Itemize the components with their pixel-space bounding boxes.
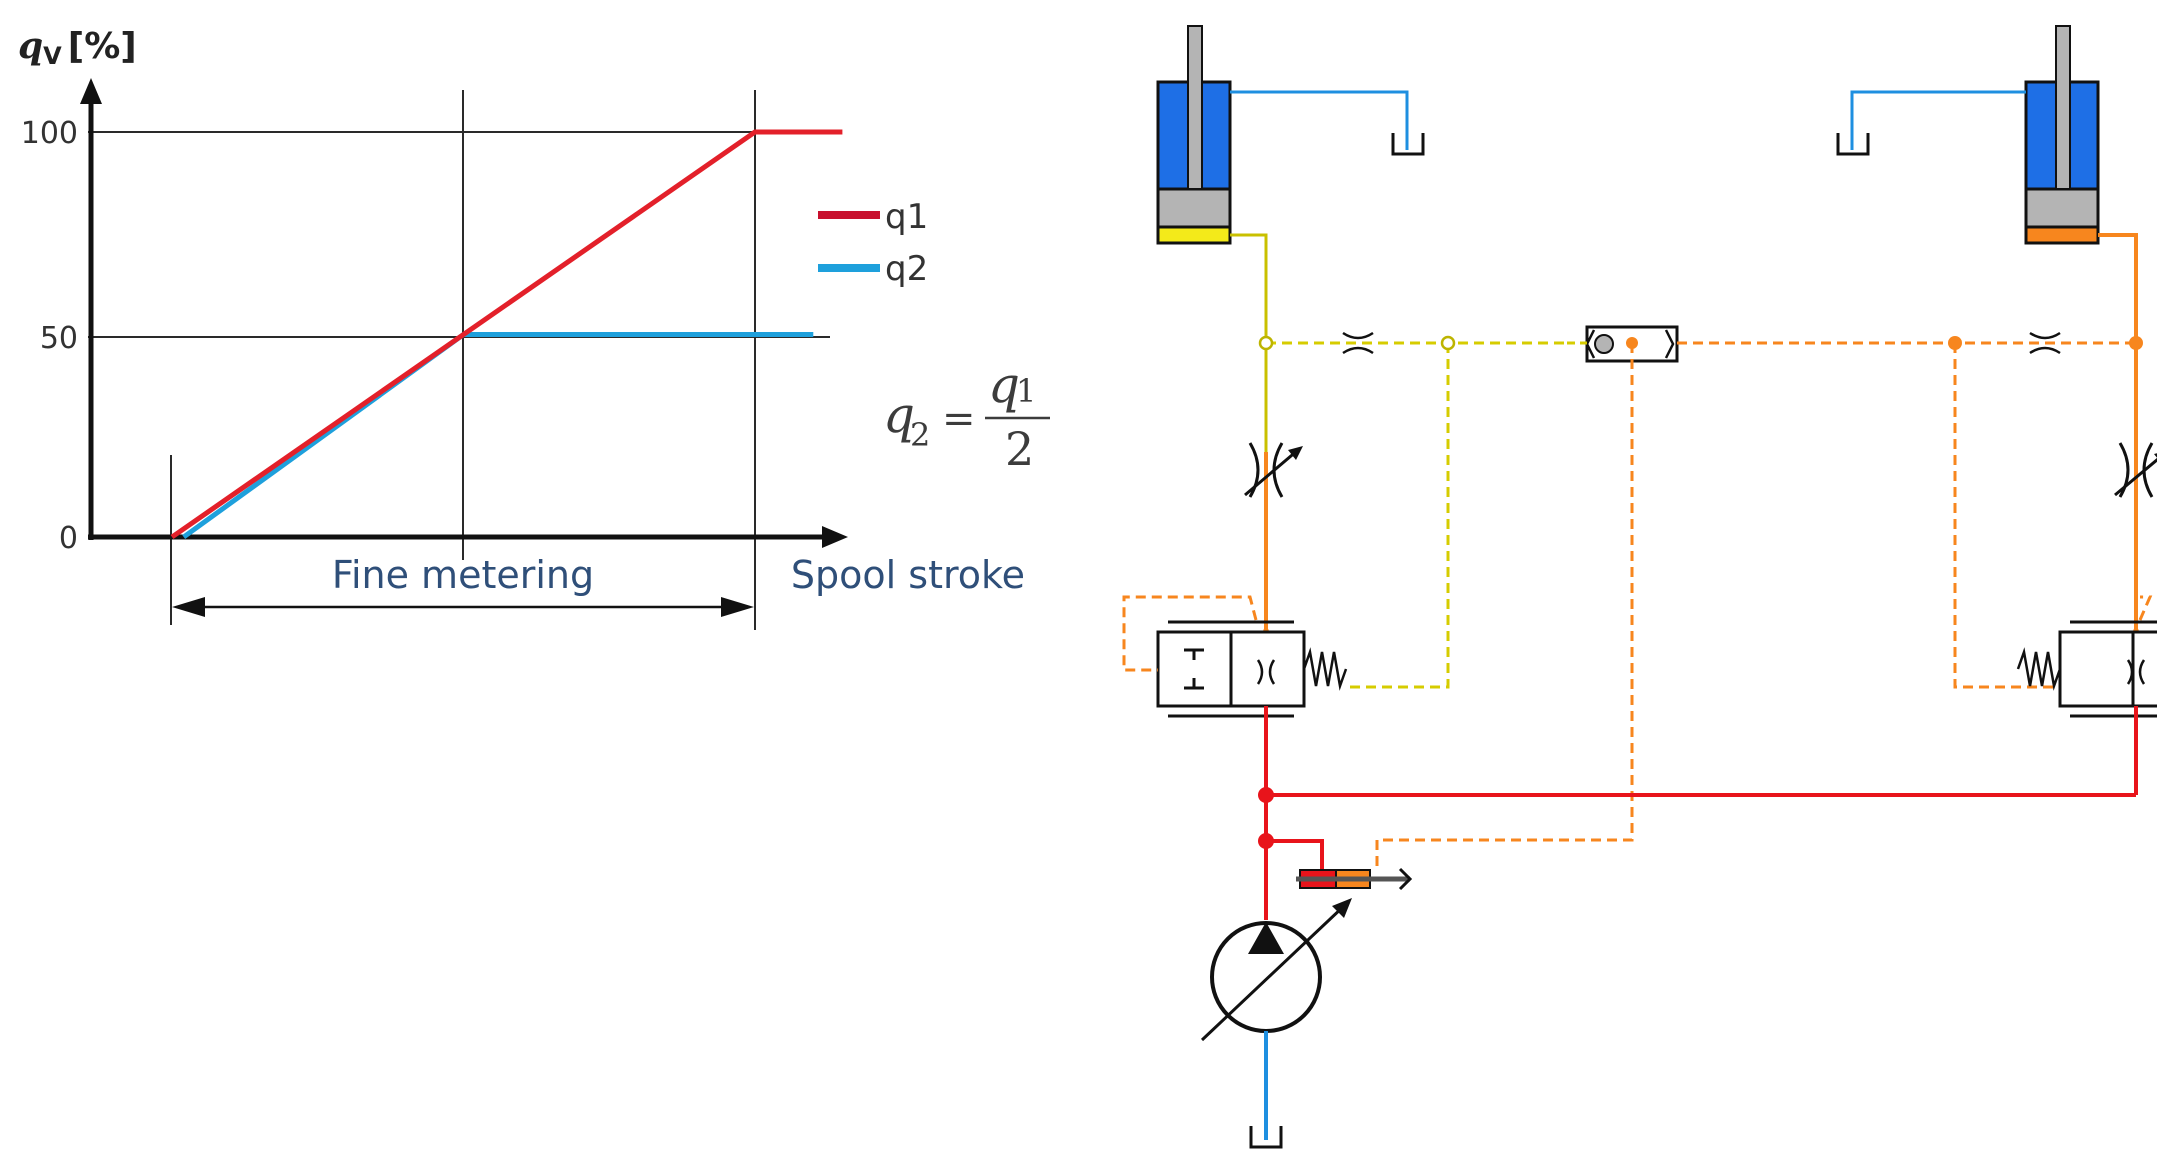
left-pilot-orifice-icon bbox=[1342, 331, 1374, 355]
y-axis-label: qV[%] bbox=[18, 25, 137, 70]
pump-flow-controller-icon bbox=[1296, 867, 1413, 891]
legend-label-q1: q1 bbox=[885, 197, 928, 237]
right-valve-pilot-loop bbox=[2138, 595, 2153, 621]
legend-label-q2: q2 bbox=[885, 249, 928, 289]
right-rod-tank-line bbox=[1850, 90, 2026, 150]
left-valve-pilot-loop bbox=[1122, 595, 1258, 672]
svg-text:1: 1 bbox=[1016, 372, 1036, 410]
pump-tank-icon bbox=[1249, 1126, 1283, 1149]
left-adjustable-throttle-icon bbox=[1244, 442, 1303, 498]
hydraulic-schematic bbox=[1122, 25, 2157, 1149]
y-axis-arrow bbox=[80, 78, 102, 104]
ytick-50: 50 bbox=[40, 321, 78, 356]
formula: q 2 = q 1 2 bbox=[883, 356, 1050, 476]
right-compensator-valve-icon bbox=[2016, 620, 2157, 718]
x-axis-arrow bbox=[822, 526, 848, 548]
left-load-line bbox=[1230, 233, 1268, 452]
left-compensator-valve-icon bbox=[1156, 620, 1348, 718]
fine-metering-label: Fine metering bbox=[332, 553, 594, 597]
svg-text:q: q bbox=[988, 356, 1020, 414]
series-line-q1 bbox=[170, 129, 843, 540]
left-rod-tank-line bbox=[1230, 90, 1409, 150]
right-cylinder bbox=[2024, 25, 2100, 245]
svg-text:2: 2 bbox=[910, 416, 930, 454]
left-top-tank-icon bbox=[1391, 133, 1425, 156]
svg-text:2: 2 bbox=[1005, 422, 1034, 476]
right-top-tank-icon bbox=[1836, 133, 1870, 156]
left-cylinder bbox=[1156, 25, 1232, 245]
ytick-0: 0 bbox=[59, 521, 78, 556]
series-line-q2 bbox=[182, 332, 814, 540]
load-sense-line bbox=[1375, 343, 1634, 870]
svg-text:q: q bbox=[883, 386, 915, 444]
variable-pump-icon bbox=[1200, 898, 1352, 1042]
right-pilot-orifice-icon bbox=[2029, 331, 2061, 355]
right-adjustable-throttle-icon bbox=[2114, 442, 2157, 498]
x-axis-label: Spool stroke bbox=[791, 553, 1025, 597]
ytick-100: 100 bbox=[21, 116, 78, 151]
right-load-line bbox=[2098, 233, 2138, 630]
flow-chart: qV[%] 100 50 0 q1 q2 q 2 = q 1 2 Fine me… bbox=[18, 25, 1050, 630]
svg-text:=: = bbox=[942, 396, 976, 442]
